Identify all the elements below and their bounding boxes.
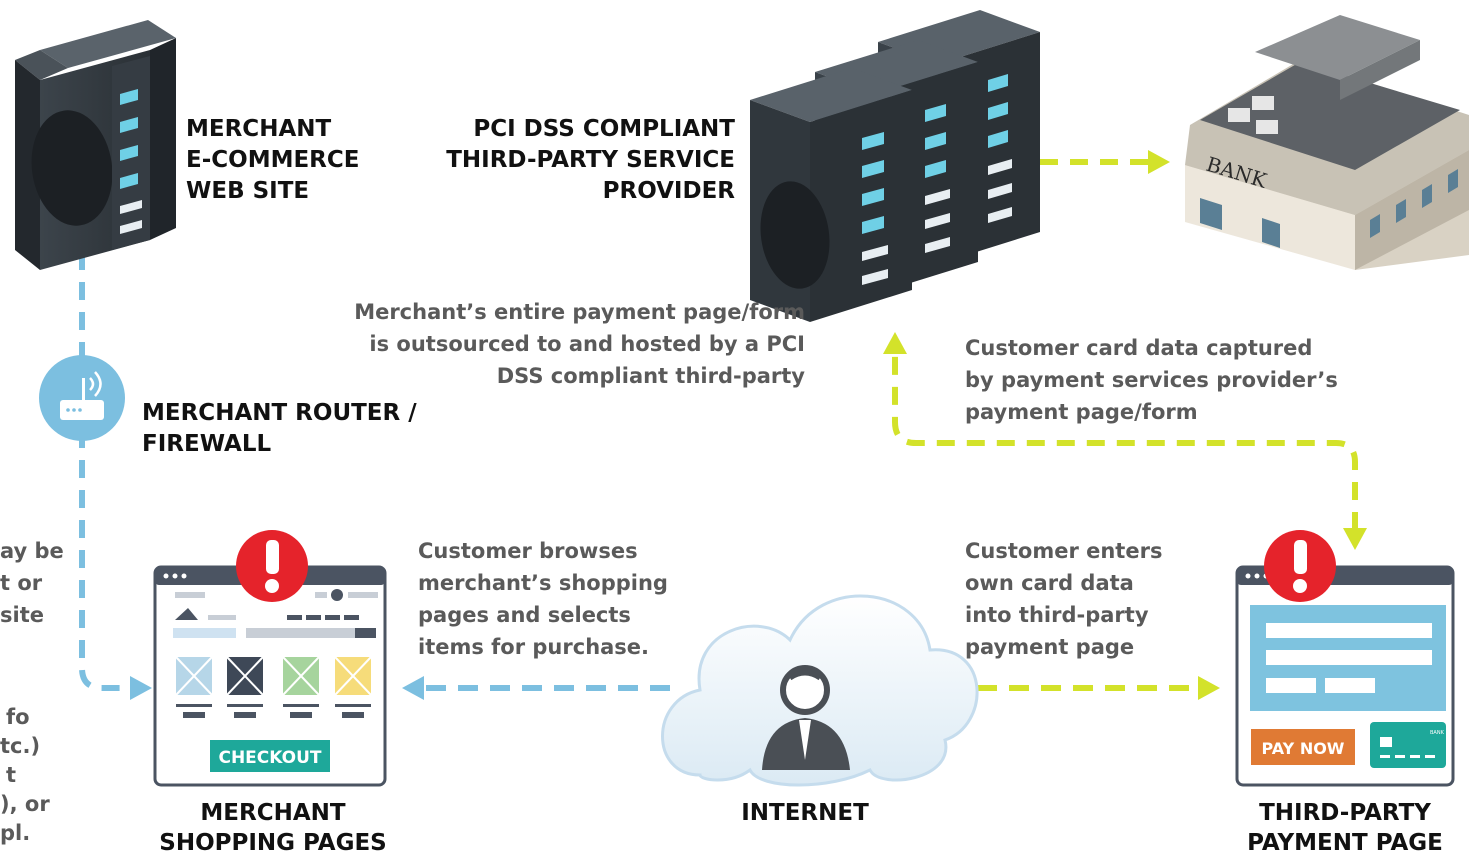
note-captured: Customer card data captured by payment s… [965,336,1338,424]
provider-servers-icon [750,10,1040,322]
pay-now-button[interactable]: PAY NOW [1262,739,1345,758]
payment-input-2[interactable] [1266,650,1432,665]
arrowhead-to-payment-top [1343,528,1367,550]
shopping-page-window: CHECKOUT [153,565,387,787]
pay-now-button-bg [1251,729,1355,765]
label-merchant-site: MERCHANT E-COMMERCE WEB SITE [186,116,360,204]
checkout-button[interactable]: CHECKOUT [218,748,321,768]
product-tile-4 [334,656,372,718]
alert-icon-shopping [236,530,308,602]
label-internet: INTERNET [741,800,869,826]
arrowhead-internet-to-shopping [402,676,424,700]
internet-cloud-icon [661,594,979,787]
payment-input-3[interactable] [1266,678,1316,693]
checkout-button-bg [210,740,330,772]
flow-arrows [79,150,1367,700]
label-payment-page: THIRD-PARTY PAYMENT PAGE [1247,800,1443,856]
product-tile-3 [282,656,320,718]
arrowhead-to-payment [1198,676,1220,700]
product-tile-2 [226,656,264,718]
label-router: MERCHANT ROUTER / FIREWALL [142,400,417,457]
arrowhead-to-provider [883,332,907,354]
product-tile-1 [175,656,213,718]
flow-payment-to-provider [892,352,1358,530]
flow-router-to-shopping [79,430,132,691]
card-bank-text: BANK [1430,730,1445,736]
label-shopping-pages: MERCHANT SHOPPING PAGES [159,800,387,856]
arrowhead-to-bank [1148,150,1170,174]
label-provider: PCI DSS COMPLIANT THIRD-PARTY SERVICE PR… [446,116,735,204]
note-enters: Customer enters own card data into third… [965,539,1163,659]
payment-input-4[interactable] [1325,678,1375,693]
router-icon [39,355,125,441]
note-cut-left-2: fo tc.) t ), or pl. [0,705,50,845]
note-browses: Customer browses merchant’s shopping pag… [418,539,668,659]
arrowhead-to-shopping [130,676,152,700]
alert-icon-payment [1264,530,1336,602]
payment-page-window: PAY NOW BANK [1235,565,1455,787]
credit-card-icon: BANK [1370,722,1446,768]
note-cut-left-1: ay be t or site [0,539,64,627]
merchant-server-icon [15,20,176,270]
note-outsourced: Merchant’s entire payment page/form is o… [354,300,805,388]
payment-input-1[interactable] [1266,623,1432,638]
bank-icon: BANK [1185,15,1469,270]
